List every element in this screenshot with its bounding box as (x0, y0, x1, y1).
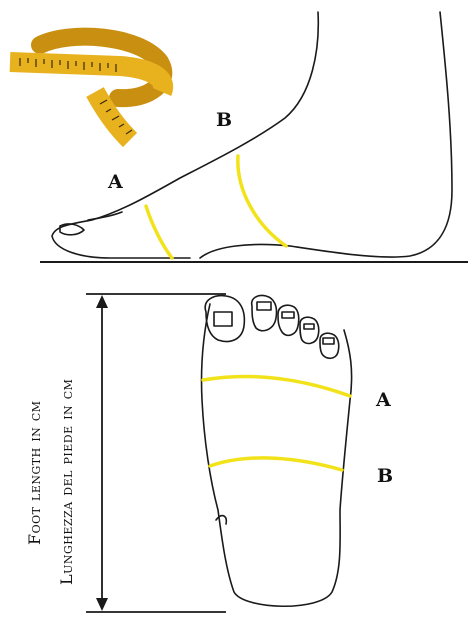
foot-top-view (201, 295, 351, 606)
measure-line-a-side (146, 206, 172, 258)
tape-measure-icon (10, 37, 163, 140)
label-a-side: A (107, 171, 123, 193)
measure-line-a-top (203, 377, 350, 396)
foot-length-label-it: Lunghezza del piede in cm (57, 379, 76, 585)
label-a-top: A (375, 389, 391, 411)
length-arrow (86, 294, 226, 612)
foot-length-label-en: Foot length in cm (25, 400, 44, 545)
label-b-side: B (216, 109, 232, 131)
measure-line-b-side (238, 156, 286, 246)
label-b-top: B (377, 465, 393, 487)
measure-line-b-top (210, 458, 342, 470)
